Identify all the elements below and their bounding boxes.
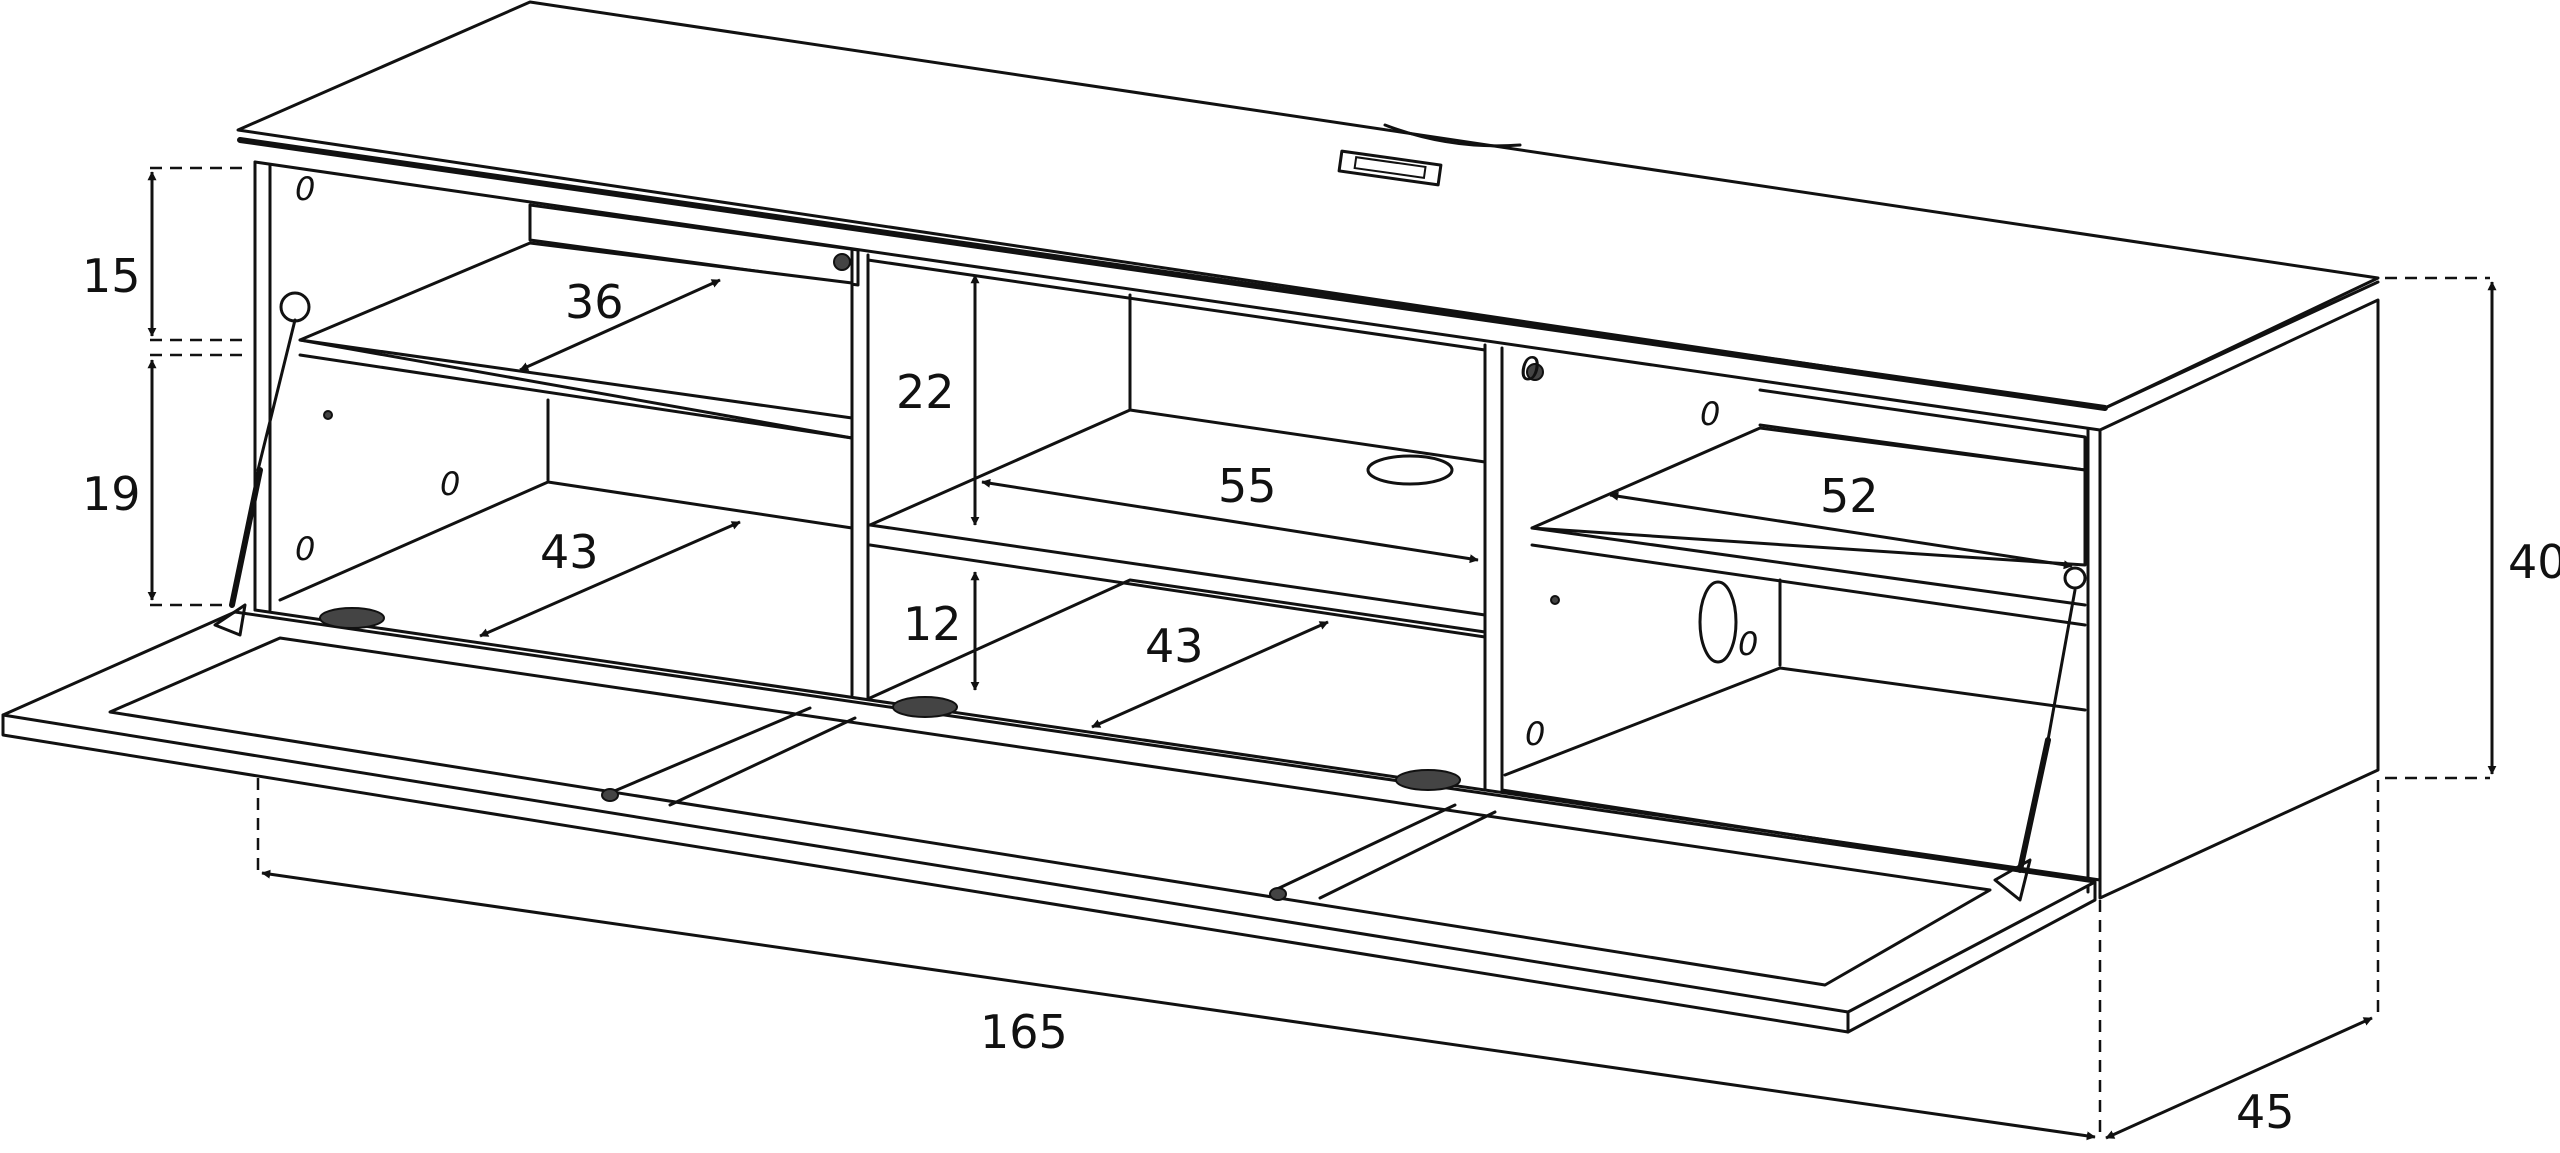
panel-mark: 0 [1525, 715, 1545, 753]
panel-mark: 0 [1520, 350, 1540, 388]
dim-label-22: 22 [896, 365, 955, 419]
center-cable-hole [1366, 454, 1454, 486]
hinge-icon [319, 607, 385, 629]
dim-label-43-center: 43 [1145, 619, 1204, 673]
dim-label-36: 36 [565, 275, 624, 329]
dim-label-55: 55 [1218, 459, 1277, 513]
panel-mark: 0 [440, 465, 460, 503]
dim-label-40: 40 [2508, 535, 2560, 589]
top-front-edge [237, 137, 2108, 411]
dimension-labels: 15 19 40 165 45 36 43 22 55 12 43 52 [82, 249, 2560, 1139]
drop-down-flap [1, 610, 2097, 1034]
right-cable-hole [1698, 580, 1738, 664]
flap-hinges [319, 607, 1461, 791]
hinge-icon [1395, 769, 1461, 791]
dimension-lines [147, 166, 2497, 1141]
rear-notch [1383, 123, 1522, 148]
dim-label-43-left: 43 [540, 525, 599, 579]
panel-mark: 0 [295, 530, 315, 568]
dim-label-19: 19 [82, 467, 141, 521]
hinge-icon [892, 696, 958, 718]
dim-label-12: 12 [903, 597, 962, 651]
right-shelf [1530, 426, 2087, 667]
panel-mark: 0 [295, 170, 315, 208]
panel-mark: 0 [1700, 395, 1720, 433]
center-shelf [868, 408, 1487, 639]
cabinet-top [236, 0, 2380, 410]
panel-mark: 0 [1738, 625, 1758, 663]
dim-label-52: 52 [1820, 469, 1879, 523]
gas-strut-left [213, 291, 311, 637]
dim-label-165: 165 [980, 1005, 1068, 1059]
dim-label-15: 15 [82, 249, 141, 303]
top-cable-grommet [1337, 149, 1443, 187]
right-side-panel [2098, 298, 2380, 900]
dim-label-45: 45 [2236, 1085, 2295, 1139]
panel-marks: 0 0 0 0 0 0 0 [295, 170, 1758, 753]
